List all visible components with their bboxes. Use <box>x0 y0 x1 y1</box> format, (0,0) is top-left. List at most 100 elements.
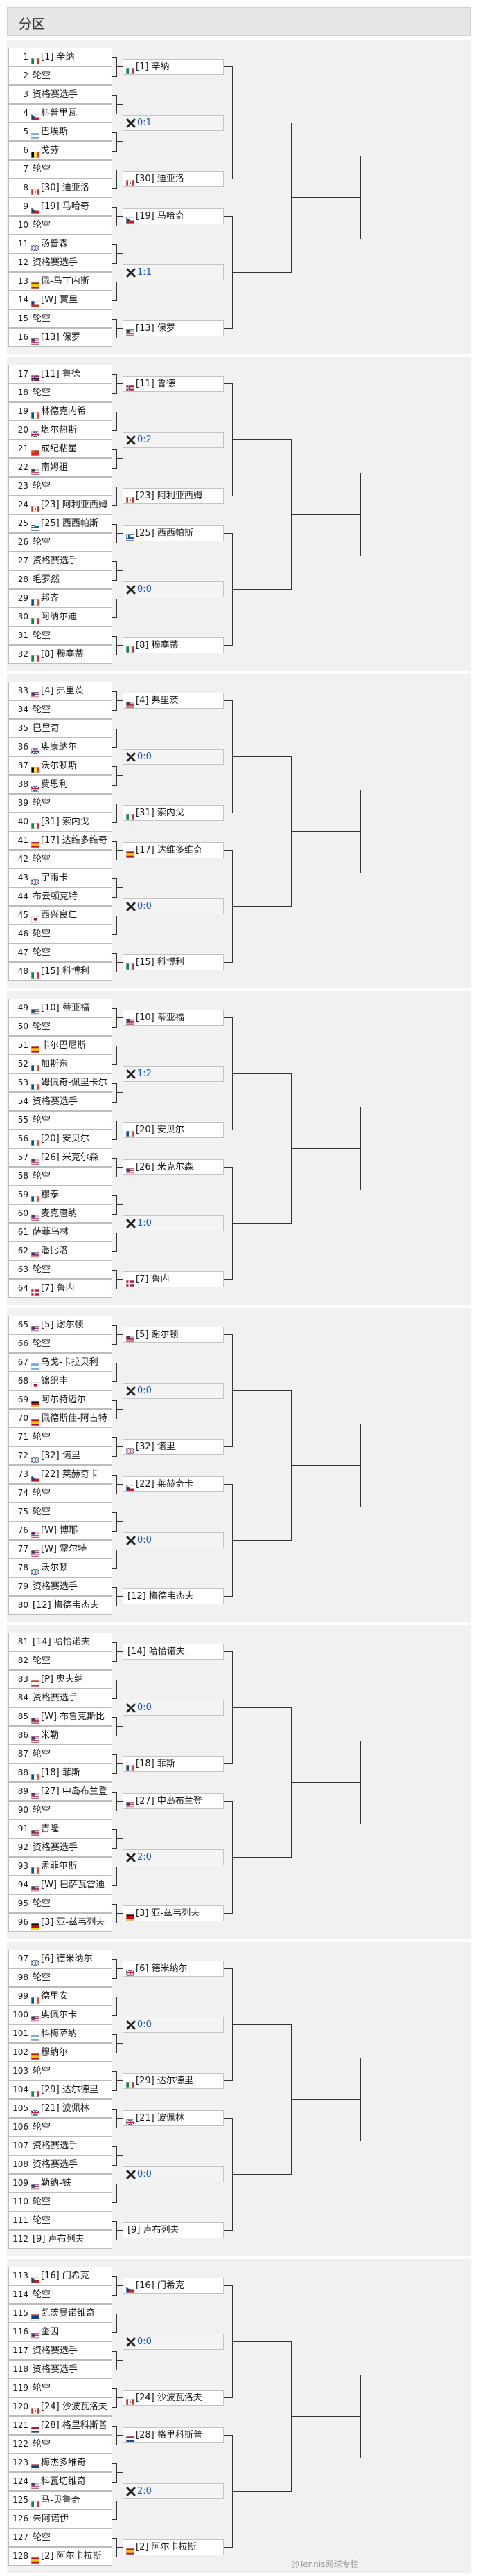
match-score[interactable]: 2:0 <box>123 2483 224 2499</box>
match-score[interactable]: 0:2 <box>123 431 224 448</box>
advancing-player[interactable]: [20] 安贝尔 <box>123 1121 224 1138</box>
draw-slot[interactable]: 14[W] 賈里 <box>8 291 112 309</box>
draw-slot[interactable]: 57[26] 米克尔森 <box>8 1148 112 1167</box>
match-score[interactable]: 0:1 <box>123 114 224 131</box>
advancing-player[interactable]: [24] 沙波瓦洛夫 <box>123 2389 224 2406</box>
advancing-player[interactable]: [23] 阿利亚西姆 <box>123 487 224 504</box>
draw-slot[interactable]: 16[13] 保罗 <box>8 328 112 347</box>
draw-slot[interactable]: 24[23] 阿利亚西姆 <box>8 496 112 514</box>
advancing-player[interactable]: [29] 达尔德里 <box>123 2072 224 2089</box>
draw-slot[interactable]: 32[8] 穆塞蒂 <box>8 645 112 664</box>
advancing-player[interactable]: [2] 阿尔卡拉斯 <box>123 2539 224 2555</box>
draw-slot[interactable]: 128[2] 阿尔卡拉斯 <box>8 2547 112 2566</box>
advancing-player[interactable]: [8] 穆塞蒂 <box>123 637 224 653</box>
draw-slot[interactable]: 113[16] 门希克 <box>8 2267 112 2285</box>
match-score[interactable]: 0:0 <box>123 2016 224 2033</box>
draw-slot[interactable]: 112[9] 卢布列夫 <box>8 2230 112 2249</box>
draw-slot[interactable]: 65[5] 谢尔顿 <box>8 1316 112 1334</box>
match-score[interactable]: 1:1 <box>123 264 224 280</box>
draw-slot[interactable]: 56[20] 安贝尔 <box>8 1130 112 1148</box>
match-score[interactable]: 0:0 <box>123 2166 224 2182</box>
advancing-player[interactable]: [21] 波佩林 <box>123 2110 224 2126</box>
advancing-player[interactable]: [27] 中岛布兰登 <box>123 1793 224 1809</box>
draw-slot[interactable]: 96[3] 亚-兹韦列夫 <box>8 1913 112 1932</box>
advancing-player[interactable]: [5] 谢尔顿 <box>123 1326 224 1343</box>
draw-slot[interactable]: 97[6] 德米纳尔 <box>8 1950 112 1968</box>
draw-slot[interactable]: 80[12] 梅德韦杰夫 <box>8 1596 112 1615</box>
advancing-player[interactable]: [28] 格里科斯普 <box>123 2427 224 2443</box>
draw-slot[interactable]: 121[28] 格里科斯普 <box>8 2416 112 2435</box>
draw-slot[interactable]: 17[11] 鲁德 <box>8 365 112 383</box>
draw-slot[interactable]: 8[30] 迪亚洛 <box>8 179 112 197</box>
draw-slot[interactable]: 49[10] 蒂亚福 <box>8 999 112 1017</box>
draw-slot[interactable]: 40[31] 索内戈 <box>8 813 112 831</box>
match-score[interactable]: 0:0 <box>123 2333 224 2350</box>
advancing-player[interactable]: [1] 辛纳 <box>123 58 224 75</box>
draw-slot[interactable]: 120[24] 沙波瓦洛夫 <box>8 2397 112 2416</box>
advancing-player[interactable]: [26] 米克尔森 <box>123 1159 224 1175</box>
match-score[interactable]: 1:0 <box>123 1215 224 1231</box>
draw-slot[interactable]: 48[15] 科博利 <box>8 962 112 981</box>
draw-slot[interactable]: 1[1] 辛纳 <box>8 48 112 66</box>
advancing-player[interactable]: [25] 西西帕斯 <box>123 525 224 541</box>
advancing-player[interactable]: [32] 诺里 <box>123 1438 224 1455</box>
match-score[interactable]: 0:0 <box>123 1382 224 1399</box>
advancing-player[interactable]: [22] 莱赫奇卡 <box>123 1476 224 1492</box>
advancing-player[interactable]: [11] 鲁德 <box>123 375 224 392</box>
match-score[interactable]: 1:2 <box>123 1065 224 1082</box>
draw-slot[interactable]: 89[27] 中岛布兰登 <box>8 1782 112 1801</box>
